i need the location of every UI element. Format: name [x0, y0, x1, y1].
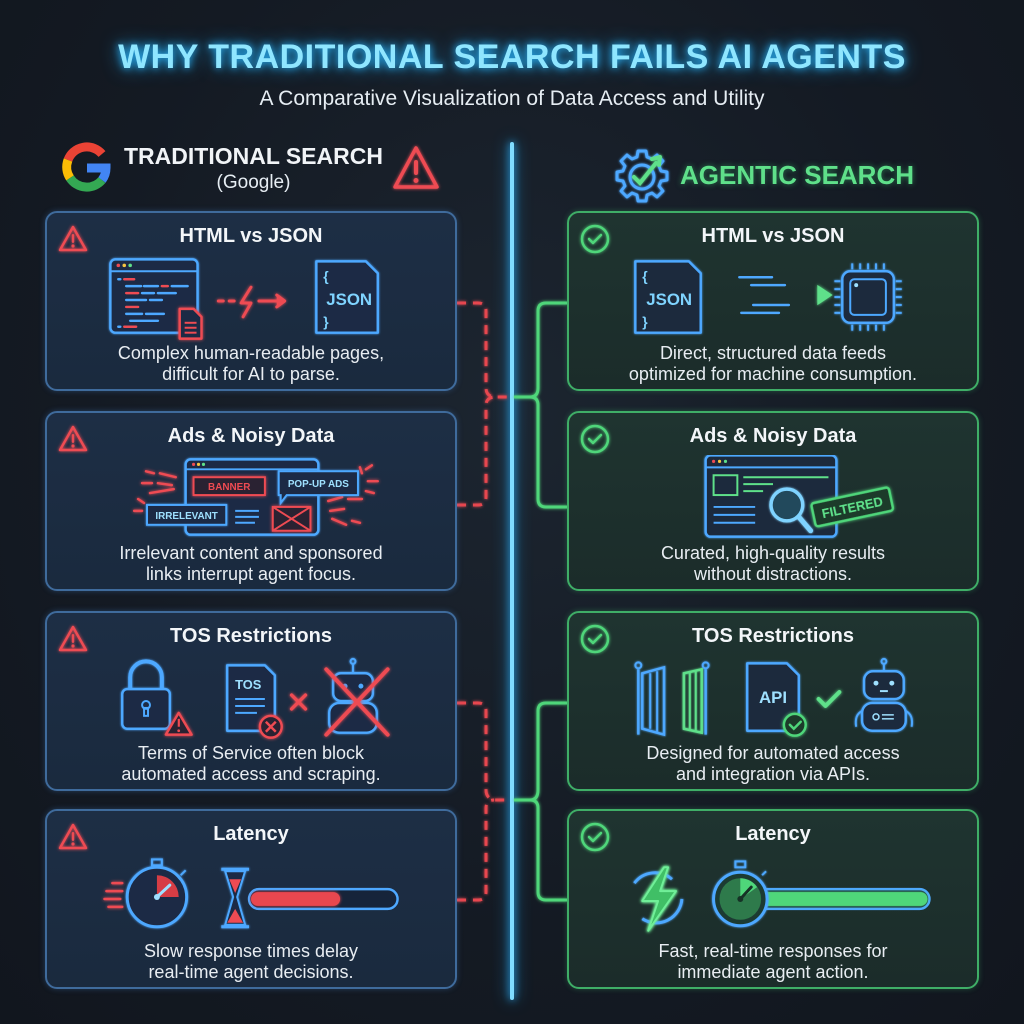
x-mark-icon: [289, 693, 308, 711]
svg-text:JSON: JSON: [646, 290, 692, 309]
progress-bar: [247, 887, 399, 911]
agentic-header: AGENTIC SEARCH: [612, 145, 914, 205]
html-to-json-illustration: { JSON }: [109, 258, 379, 340]
agentic-card-ads-noisy-data: Ads & Noisy Data FILTERED Curated, high-…: [567, 411, 979, 591]
lightning-bolt-icon: [239, 285, 253, 319]
card-title: TOS Restrictions: [692, 625, 854, 647]
tos-document-icon: TOS: [225, 664, 277, 732]
json-file-icon: { JSON }: [634, 260, 702, 334]
card-title: Ads & Noisy Data: [689, 425, 857, 447]
agentic-card-html-vs-json: HTML vs JSON { JSON } Direct, str: [567, 211, 979, 391]
padlock-icon: [121, 659, 172, 730]
json-file-icon: { JSON }: [315, 260, 379, 334]
check-circle-icon: [580, 424, 610, 454]
svg-text:JSON: JSON: [326, 290, 372, 309]
magnifier-icon: [769, 487, 814, 534]
card-description: Curated, high-quality results without di…: [660, 543, 886, 584]
check-circle-icon: [580, 822, 610, 852]
cpu-chip-icon: [834, 263, 902, 331]
center-divider: [510, 142, 514, 1000]
html-page-icon: [109, 258, 199, 334]
svg-text:POP-UP ADS: POP-UP ADS: [288, 479, 349, 490]
fast-latency-illustration: [633, 860, 931, 932]
json-to-chip-illustration: { JSON }: [634, 260, 902, 334]
gear-check-arrow-icon: [615, 149, 669, 203]
arrow-right-icon: [275, 293, 287, 309]
warning-triangle-icon: [58, 425, 88, 452]
card-description: Fast, real-time responses for immediate …: [658, 941, 888, 982]
warning-triangle-icon: [58, 225, 88, 252]
card-description: Direct, structured data feeds optimized …: [628, 343, 918, 384]
page-subtitle: A Comparative Visualization of Data Acce…: [259, 87, 765, 110]
irrelevant-tag: IRRELEVANT: [146, 503, 228, 526]
card-description: Complex human-readable pages, difficult …: [117, 343, 385, 384]
api-document-icon: API: [746, 662, 800, 732]
card-title: HTML vs JSON: [179, 225, 323, 247]
svg-text:}: }: [642, 314, 648, 330]
tos-blocked-illustration: TOS: [121, 657, 390, 739]
card-description: Slow response times delay real-time agen…: [143, 941, 359, 982]
card-title: Latency: [213, 823, 289, 845]
open-gate-icon: [634, 661, 710, 737]
api-access-illustration: API: [634, 657, 914, 737]
lightning-cycle-icon: [633, 866, 684, 932]
warning-triangle-icon: [58, 823, 88, 850]
filtered-results-illustration: FILTERED: [704, 455, 895, 538]
card-title: TOS Restrictions: [170, 625, 332, 647]
card-title: Latency: [735, 823, 811, 845]
check-circle-icon: [580, 224, 610, 254]
agentic-title: AGENTIC SEARCH: [680, 159, 915, 190]
traditional-card-tos-restrictions: TOS Restrictions TOS Terms o: [45, 611, 457, 791]
noisy-ads-illustration: BANNER POP-UP ADS IRRELEVANT: [132, 458, 379, 536]
robot-icon: [854, 657, 914, 732]
warning-triangle-icon: [393, 146, 439, 189]
warning-triangle-icon: [58, 625, 88, 652]
document-icon: [178, 307, 203, 340]
traditional-card-ads-noisy-data: Ads & Noisy Data BANNER POP-UP ADS IRREL…: [45, 411, 457, 591]
browser-window-icon: [704, 455, 838, 538]
stopwatch-icon: [712, 860, 769, 928]
envelope-icon: [271, 505, 312, 532]
slow-latency-illustration: [103, 858, 399, 929]
progress-bar: [742, 887, 931, 911]
svg-text:}: }: [323, 314, 329, 330]
traditional-title: TRADITIONAL SEARCH: [124, 142, 383, 169]
page-title: WHY TRADITIONAL SEARCH FAILS AI AGENTS: [118, 38, 906, 76]
svg-text:API: API: [759, 688, 787, 707]
card-description: Irrelevant content and sponsored links i…: [119, 543, 383, 584]
checkmark-icon: [816, 690, 842, 708]
agentic-card-latency: Latency Fast, real-time responses for im…: [567, 809, 979, 989]
svg-text:BANNER: BANNER: [208, 482, 250, 493]
banner-ad: BANNER: [192, 476, 266, 497]
card-description: Designed for automated access and integr…: [646, 743, 900, 784]
agentic-card-tos-restrictions: TOS Restrictions API Designed: [567, 611, 979, 791]
google-g-icon: [62, 142, 111, 192]
traditional-card-latency: Latency Slow response times delay real-t…: [45, 809, 457, 989]
svg-text:{: {: [323, 268, 329, 284]
stopwatch-icon: [125, 858, 189, 929]
check-circle-icon: [580, 624, 610, 654]
card-title: HTML vs JSON: [701, 225, 845, 247]
traditional-header: TRADITIONAL SEARCH (Google): [58, 140, 441, 196]
svg-text:IRRELEVANT: IRRELEVANT: [155, 511, 217, 522]
hourglass-icon: [221, 867, 250, 929]
traditional-subtitle: (Google): [216, 171, 291, 193]
data-stream-arrow-icon: [729, 275, 833, 315]
card-title: Ads & Noisy Data: [167, 425, 335, 447]
warning-triangle-icon: [164, 711, 193, 736]
popup-ad: POP-UP ADS: [277, 470, 359, 506]
traditional-card-html-vs-json: HTML vs JSON: [45, 211, 457, 391]
svg-text:TOS: TOS: [235, 677, 262, 692]
card-description: Terms of Service often block automated a…: [121, 743, 381, 784]
svg-text:{: {: [642, 268, 648, 284]
